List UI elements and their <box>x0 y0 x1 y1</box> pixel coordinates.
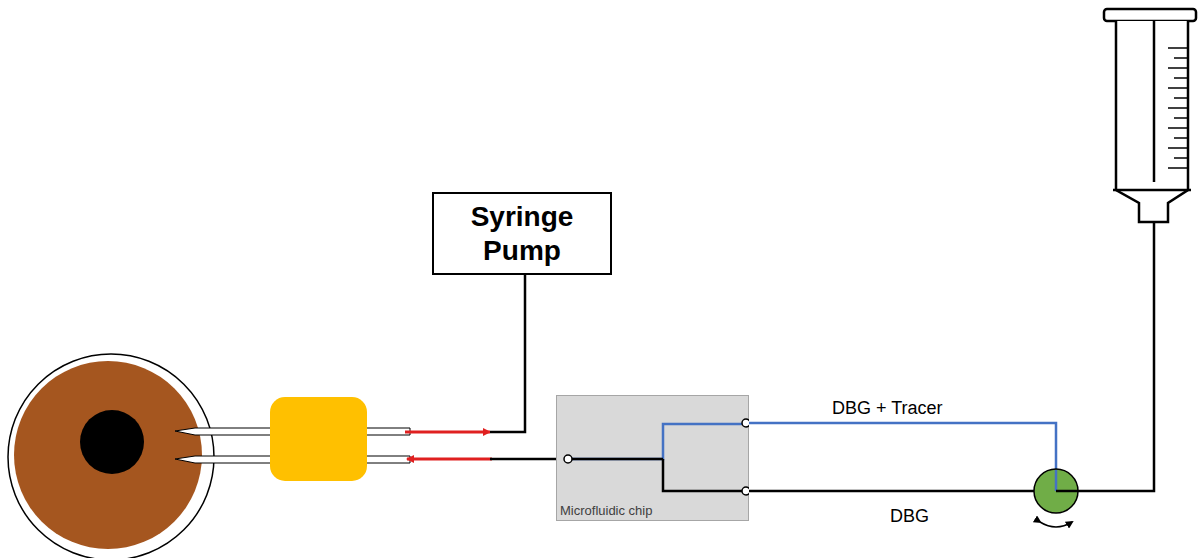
chip-label: Microfluidic chip <box>560 503 652 518</box>
tissue <box>14 361 202 549</box>
tubing <box>1078 222 1154 491</box>
pupil <box>80 410 144 474</box>
line-label: DBG + Tracer <box>830 399 945 419</box>
flow-arrow <box>407 458 492 461</box>
tubing <box>490 458 563 461</box>
flow-arrow <box>405 431 490 434</box>
box-label: Syringe Pump <box>452 200 592 267</box>
graduations <box>1168 48 1188 168</box>
process-box: Syringe Pump <box>432 192 612 275</box>
holder-block <box>270 397 367 481</box>
rotate-arrow <box>1040 522 1072 527</box>
tracer-line <box>749 423 1056 470</box>
microfluidic-chip: Microfluidic chip <box>556 395 749 521</box>
line-label: DBG <box>888 507 931 527</box>
valve-path <box>1056 490 1078 493</box>
chip-channels <box>556 395 749 521</box>
dbg-line <box>749 490 1034 493</box>
valve-path <box>1055 470 1058 491</box>
syringe <box>1104 9 1196 222</box>
dish-outline <box>8 354 214 558</box>
valve <box>1034 469 1078 513</box>
tubing <box>490 274 525 432</box>
